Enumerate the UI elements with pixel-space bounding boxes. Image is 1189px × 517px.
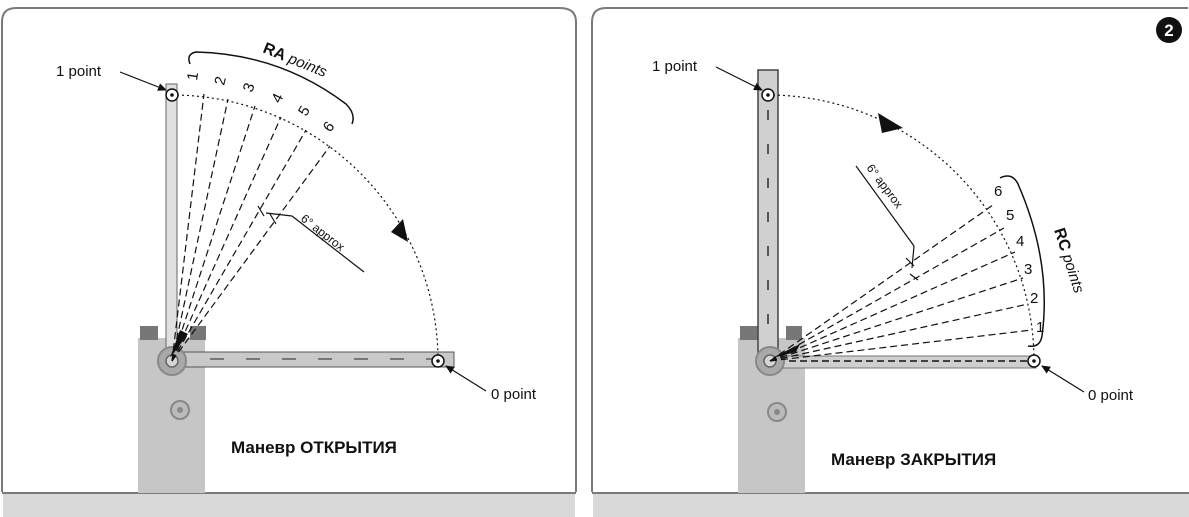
left-lower-bolt-inner — [177, 407, 183, 413]
figure-badge-number: 2 — [1164, 21, 1173, 40]
right-rc-lines — [769, 204, 1033, 362]
left-ra-lines — [170, 93, 331, 362]
left-1-point-label: 1 point — [56, 63, 102, 80]
left-ra-number: 5 — [295, 103, 314, 119]
right-lower-bolt-inner — [774, 409, 780, 415]
left-ra-title: RA points — [261, 40, 330, 81]
right-rc-number: 3 — [1024, 261, 1032, 278]
right-post-cap-left — [740, 326, 758, 340]
right-rc-number: 5 — [1006, 207, 1014, 224]
right-0-point-label: 0 point — [1088, 387, 1134, 404]
left-post-cap-right — [190, 326, 206, 340]
left-0-point-label: 0 point — [491, 386, 537, 403]
left-ra-bracket — [188, 51, 354, 125]
right-approx-underline — [855, 165, 915, 247]
left-approx-label: 6° approx — [298, 211, 347, 254]
left-ra-number: 3 — [240, 81, 259, 95]
right-1-point-label: 1 point — [652, 58, 698, 75]
left-ra-number: 2 — [211, 75, 230, 87]
right-arc-arrowhead — [878, 113, 903, 133]
left-ra-number: 6 — [320, 118, 339, 135]
right-panel-frame — [591, 7, 1188, 492]
right-horizontal-boom — [777, 355, 1037, 369]
right-approx-tick-b — [909, 273, 919, 281]
left-ra-number: 1 — [184, 71, 202, 82]
left-panel: 1 point 0 point RA points 1 2 3 4 5 6 6°… — [1, 7, 577, 517]
right-post-cap-right — [786, 326, 802, 340]
figure-badge — [1156, 17, 1182, 43]
right-rc-title: RC points — [1050, 226, 1087, 296]
left-approx-tick-a — [257, 205, 265, 217]
left-ground — [3, 493, 575, 517]
right-rc-number: 4 — [1016, 233, 1024, 250]
right-approx-leader — [911, 245, 915, 269]
right-rc-number: 2 — [1030, 290, 1038, 307]
left-approx-leader — [265, 212, 293, 217]
left-panel-frame — [1, 7, 577, 492]
left-caption: Маневр ОТКРЫТИЯ — [231, 438, 397, 457]
left-post-cap-left — [140, 326, 158, 340]
right-panel: 2 1 — [591, 7, 1189, 517]
right-rc-number: 1 — [1036, 319, 1044, 336]
right-rc-bracket — [999, 175, 1046, 348]
left-approx-underline — [291, 215, 365, 273]
right-travel-arc — [767, 94, 1035, 362]
left-travel-arc — [171, 94, 439, 362]
right-caption: Маневр ЗАКРЫТИЯ — [831, 450, 996, 469]
right-ground — [593, 493, 1189, 517]
left-approx-tick-b — [269, 213, 277, 225]
left-vertical-boom — [165, 83, 178, 355]
right-rc-number: 6 — [994, 183, 1002, 200]
left-ra-number: 4 — [268, 91, 287, 106]
left-arc-arrowhead — [391, 219, 408, 242]
